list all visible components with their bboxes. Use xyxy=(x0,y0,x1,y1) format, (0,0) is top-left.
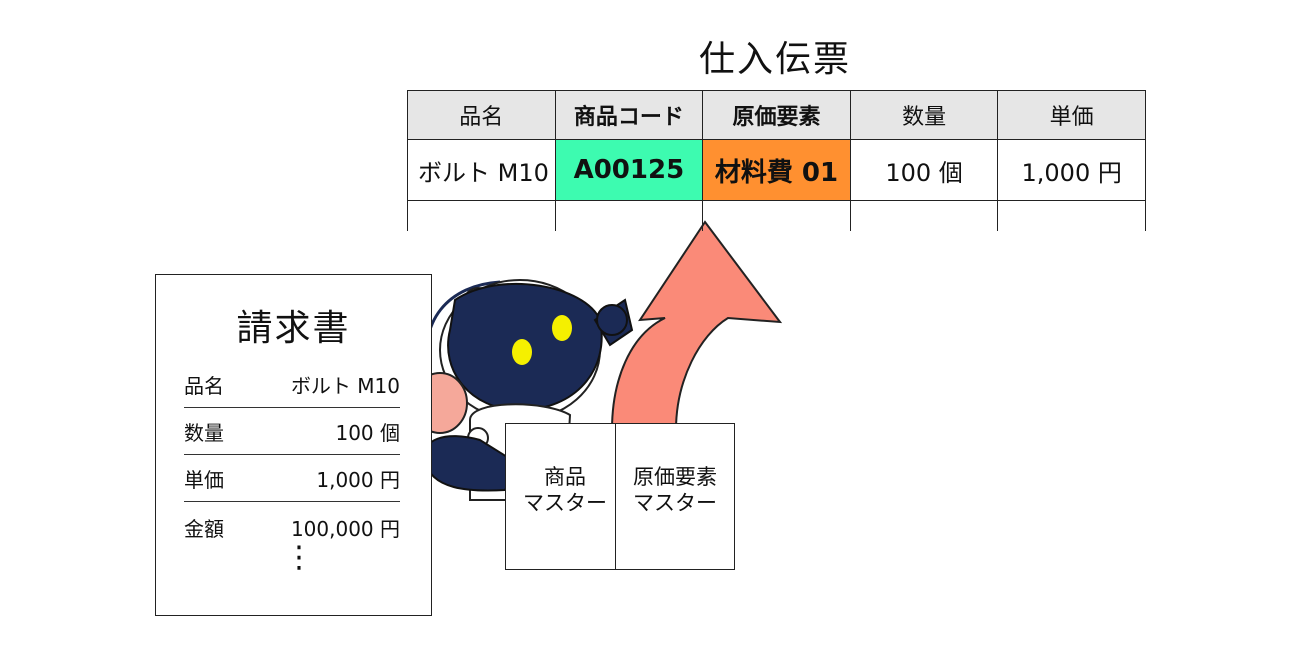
slip-cell-cost-element: 材料費 01 xyxy=(702,139,851,201)
slip-header-product-code: 商品コード xyxy=(554,90,704,140)
invoice-value: ボルト M10 xyxy=(290,373,400,398)
cost-master-line1: 原価要素 xyxy=(633,465,717,489)
invoice-label: 単価 xyxy=(184,467,224,492)
upward-arrow xyxy=(610,220,783,431)
slip-header-unit-price: 単価 xyxy=(997,90,1146,140)
invoice-value: 100 個 xyxy=(335,420,400,445)
slip-empty-row xyxy=(407,200,1146,231)
invoice-label: 数量 xyxy=(184,420,224,445)
invoice-row: 数量 100 個 xyxy=(184,408,400,455)
slip-cell-unit-price: 1,000 円 xyxy=(997,139,1146,201)
slip-header-cost-element: 原価要素 xyxy=(702,90,851,140)
slip-title: 仕入伝票 xyxy=(698,39,851,80)
invoice-label: 金額 xyxy=(184,516,224,541)
slip-header-item: 品名 xyxy=(407,90,556,140)
slip-table: 品名 商品コード 原価要素 数量 単価 ボルト M10 A00125 材料費 0… xyxy=(407,90,1146,231)
slip-data-row: ボルト M10 A00125 材料費 01 100 個 1,000 円 xyxy=(407,139,1146,201)
invoice-document: 請求書 品名 ボルト M10 数量 100 個 単価 1,000 円 金額 10… xyxy=(155,274,432,616)
product-master-document: 商品 マスター xyxy=(505,423,625,570)
slip-cell-item: ボルト M10 xyxy=(407,139,556,201)
invoice-title: 請求書 xyxy=(236,308,351,349)
invoice-value: 100,000 円 xyxy=(290,516,400,541)
more-rows-indicator: ⋮ xyxy=(284,540,314,575)
product-master-line2: マスター xyxy=(523,491,607,515)
robot-eye-right xyxy=(552,315,572,341)
slip-cell-quantity: 100 個 xyxy=(849,139,999,201)
cost-element-master-document: 原価要素 マスター xyxy=(615,423,735,570)
slip-header-quantity: 数量 xyxy=(849,90,999,140)
invoice-label: 品名 xyxy=(184,373,224,398)
slip-cell-product-code: A00125 xyxy=(554,139,704,201)
product-master-line1: 商品 xyxy=(544,465,586,489)
invoice-row: 金額 100,000 円 xyxy=(184,504,400,550)
invoice-row: 品名 ボルト M10 xyxy=(184,361,400,408)
invoice-row: 単価 1,000 円 xyxy=(184,455,400,502)
cost-master-line2: マスター xyxy=(633,491,717,515)
slip-header-row: 品名 商品コード 原価要素 数量 単価 xyxy=(407,90,1146,140)
robot-eye-left xyxy=(512,339,532,365)
invoice-value: 1,000 円 xyxy=(316,467,400,492)
